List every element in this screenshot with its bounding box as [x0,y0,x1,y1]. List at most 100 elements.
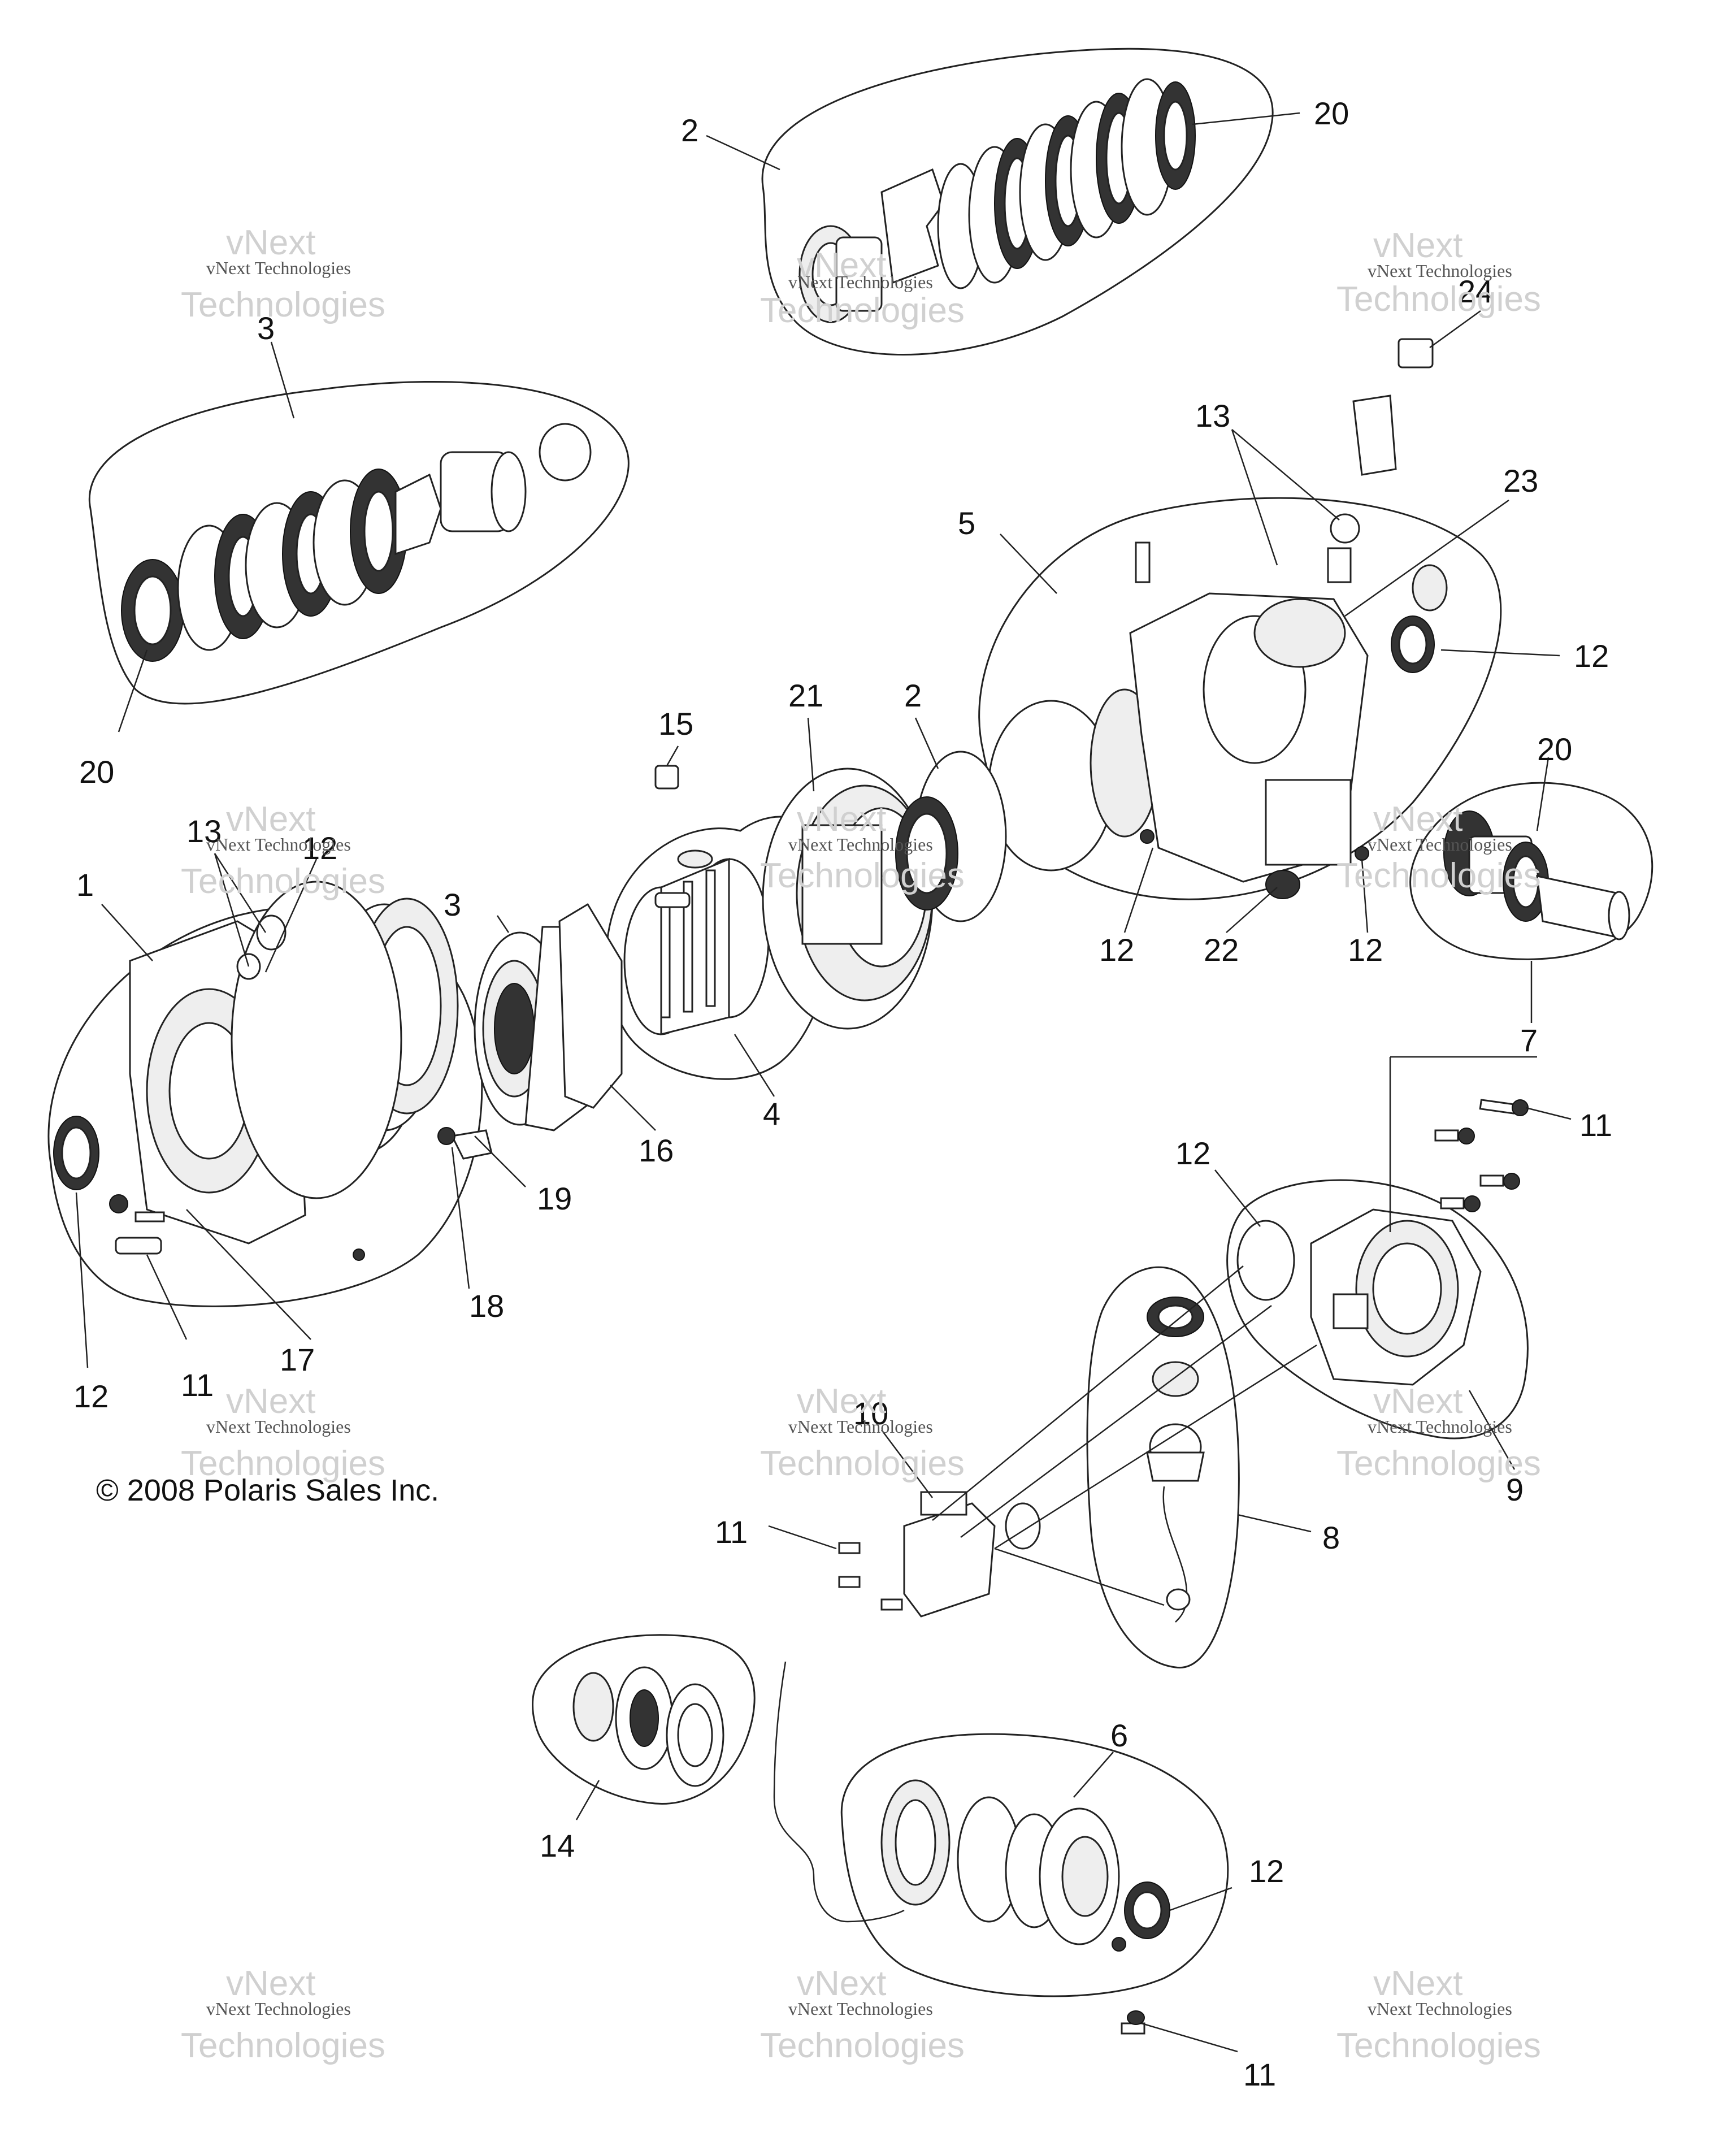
callout-1: 1 [76,867,94,903]
callout-3: 3 [444,887,461,922]
svg-text:vNext: vNext [1373,1382,1462,1421]
callout-20: 20 [1537,731,1572,767]
part-sensor-24 [1352,338,1434,476]
callout-21: 21 [788,678,823,713]
svg-text:vNext Technologies: vNext Technologies [206,1416,351,1437]
callout-5: 5 [958,505,975,541]
callout-15: 15 [658,706,693,742]
callout-8: 8 [1322,1520,1340,1555]
callout-12: 12 [1348,932,1383,968]
svg-text:vNext: vNext [1373,226,1462,265]
svg-text:vNext: vNext [226,223,315,262]
part-plate-16 [558,903,623,1109]
watermark: vNext Technologies vNext Technologies [760,800,965,895]
callout-13: 13 [1195,398,1230,433]
callout-23: 23 [1503,463,1538,498]
svg-text:Technologies: Technologies [760,856,965,895]
callout-11: 11 [715,1514,748,1550]
part-clutch-pack-left [121,423,592,662]
svg-text:Technologies: Technologies [1336,280,1541,319]
svg-text:vNext: vNext [1373,1964,1462,2003]
callout-16: 16 [639,1133,674,1168]
callout-4: 4 [763,1096,780,1131]
svg-text:Technologies: Technologies [760,2026,965,2065]
callout-11: 11 [181,1367,214,1403]
callout-11: 11 [1579,1107,1612,1143]
part-pin-15 [654,765,679,790]
part-actuator [1146,1297,1205,1623]
watermarks: vNext Technologies vNext Technologies vN… [181,223,1541,2065]
part-front-housing [53,881,493,1261]
svg-text:Technologies: Technologies [181,2026,385,2065]
svg-text:Technologies: Technologies [181,285,385,324]
part-bolt-11-bottom [1121,2010,1145,2035]
watermark: vNext Technologies vNext Technologies [760,1964,965,2065]
svg-text:vNext Technologies: vNext Technologies [206,834,351,855]
callout-3: 3 [257,310,275,346]
callout-19: 19 [537,1181,572,1216]
svg-text:vNext: vNext [1373,800,1462,839]
callout-12: 12 [73,1378,108,1414]
callout-2: 2 [904,678,922,713]
part-bearing-cover-6 [880,1779,1170,1952]
watermark: vNext Technologies vNext Technologies [1336,226,1541,319]
callout-numbers: 2 20 3 20 24 13 23 5 12 21 2 15 20 13 1 … [73,96,1612,2092]
svg-text:vNext Technologies: vNext Technologies [1368,1416,1512,1437]
svg-text:vNext: vNext [797,246,886,285]
part-gear-2 [895,751,1007,922]
part-bearing-set-14 [572,1666,724,1787]
group-outline-6 [840,1733,1229,1997]
callout-12: 12 [1574,638,1609,674]
svg-text:Technologies: Technologies [1336,1444,1541,1483]
svg-text:vNext Technologies: vNext Technologies [1368,1998,1512,2019]
svg-text:vNext Technologies: vNext Technologies [1368,261,1512,281]
callout-12: 12 [1099,932,1134,968]
watermark: vNext Technologies vNext Technologies [181,1964,385,2065]
svg-text:vNext: vNext [226,1964,315,2003]
watermark: vNext Technologies vNext Technologies [1336,1382,1541,1483]
callout-20: 20 [79,754,114,790]
group-outline-2 [761,47,1274,356]
watermark: vNext Technologies vNext Technologies [181,800,385,901]
part-wire-harness [773,1661,905,1923]
callout-17: 17 [280,1342,315,1377]
svg-text:Technologies: Technologies [181,862,385,901]
watermark: vNext Technologies vNext Technologies [760,1382,965,1483]
svg-text:Technologies: Technologies [760,291,965,330]
callout-11: 11 [1243,2057,1276,2092]
watermark: vNext Technologies vNext Technologies [760,246,965,330]
copyright-notice: © 2008 Polaris Sales Inc. [96,1473,439,1507]
group-outline-8 [1086,1266,1240,1669]
svg-text:vNext Technologies: vNext Technologies [788,1998,933,2019]
svg-text:vNext: vNext [797,1382,886,1421]
watermark: vNext Technologies vNext Technologies [181,1382,385,1483]
group-outline-3 [88,380,630,705]
svg-text:vNext: vNext [797,1964,886,2003]
callout-18: 18 [469,1288,504,1324]
callout-2: 2 [681,112,698,148]
svg-text:Technologies: Technologies [1336,856,1541,895]
callout-6: 6 [1110,1718,1128,1753]
part-bolts-11-upper [1434,1099,1529,1212]
svg-text:vNext: vNext [226,1382,315,1421]
callout-20: 20 [1314,96,1349,131]
svg-text:vNext Technologies: vNext Technologies [788,834,933,855]
svg-text:vNext Technologies: vNext Technologies [788,1416,933,1437]
group-outline-9 [1226,1179,1529,1440]
part-gear-case [1236,1208,1482,1386]
callout-7: 7 [1520,1022,1538,1058]
part-clutch-pack-top [798,78,1196,323]
callout-13: 13 [186,813,222,849]
watermark: vNext Technologies vNext Technologies [181,223,385,324]
callout-9: 9 [1506,1472,1524,1507]
svg-text:Technologies: Technologies [760,1444,965,1483]
callout-14: 14 [540,1828,575,1863]
part-output-shaft [1443,810,1630,940]
svg-text:vNext Technologies: vNext Technologies [206,1998,351,2019]
part-roller-cage [623,849,770,1035]
watermark: vNext Technologies vNext Technologies [1336,1964,1541,2065]
watermark: vNext Technologies vNext Technologies [1336,800,1541,895]
svg-text:Technologies: Technologies [1336,2026,1541,2065]
callout-10: 10 [853,1395,888,1431]
